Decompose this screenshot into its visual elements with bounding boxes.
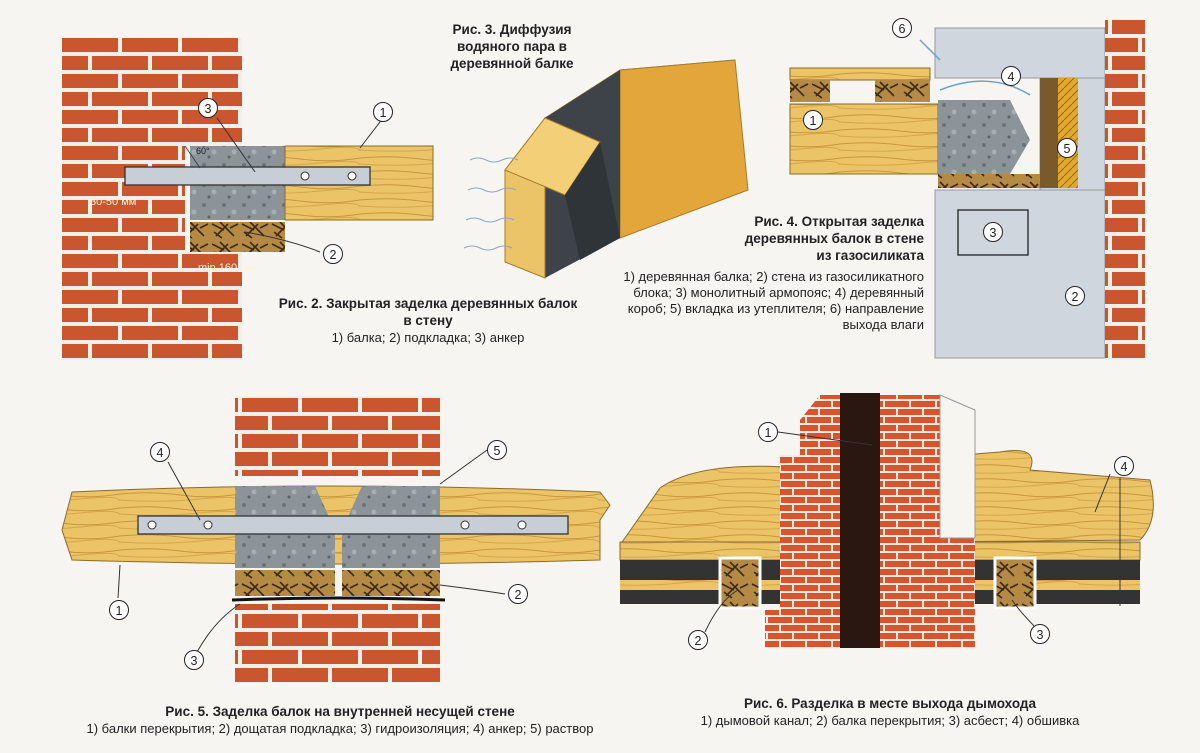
fig4-callout-1: 1 (803, 110, 823, 130)
fig2-caption: Рис. 2. Закрытая заделка деревянных бало… (278, 296, 578, 346)
fig4-callout-4: 4 (1001, 66, 1021, 86)
fig5-callout-4: 4 (150, 442, 170, 462)
fig6-caption-sub: 1) дымовой канал; 2) балка перекрытия; 3… (700, 712, 1080, 728)
fig2-callout-3: 3 (198, 98, 218, 118)
fig2-dim-min: min 160 мм (198, 262, 256, 274)
fig4-callout-2: 2 (1065, 286, 1085, 306)
fig2-dim-gap: 30-50 мм (90, 196, 137, 208)
fig2-callout-1: 1 (373, 102, 393, 122)
fig4-caption-title: Рис. 4. Открытая заделка деревянных бало… (744, 214, 924, 263)
fig6-caption-title: Рис. 6. Разделка в месте выхода дымохода (744, 696, 1036, 711)
fig5-caption: Рис. 5. Заделка балок на внутренней несу… (60, 704, 620, 737)
fig5-callout-1: 1 (109, 600, 129, 620)
fig4-callout-6: 6 (892, 18, 912, 38)
fig5-callout-2: 2 (508, 584, 528, 604)
fig4-caption-sub: 1) деревянная балка; 2) стена из газосил… (623, 268, 924, 333)
fig2-callout-2: 2 (323, 244, 343, 264)
fig3-drawing (463, 59, 749, 279)
fig6-callout-3: 3 (1030, 624, 1050, 644)
fig6-callout-1: 1 (758, 422, 778, 442)
fig5-callout-5: 5 (487, 440, 507, 460)
fig4-callout-5: 5 (1057, 138, 1077, 158)
fig4-caption: Рис. 4. Открытая заделка деревянных бало… (612, 214, 924, 334)
fig6-drawing (619, 393, 1154, 648)
fig2-angle: 60° (196, 146, 210, 156)
fig2-caption-title: Рис. 2. Закрытая заделка деревянных бало… (278, 296, 578, 328)
fig2-caption-sub: 1) балка; 2) подкладка; 3) анкер (331, 329, 525, 345)
fig5-caption-title: Рис. 5. Заделка балок на внутренней несу… (165, 704, 515, 719)
fig3-caption: Рис. 3. Диффузия водяного пара в деревян… (432, 22, 592, 73)
fig2-drawing (62, 38, 434, 360)
fig4-callout-3: 3 (983, 222, 1003, 242)
fig5-caption-sub: 1) балки перекрытия; 2) дощатая подкладк… (86, 720, 594, 736)
fig5-drawing (61, 396, 611, 682)
fig6-callout-4: 4 (1114, 456, 1134, 476)
fig3-caption-title: Рис. 3. Диффузия водяного пара в деревян… (450, 22, 574, 71)
fig6-caption: Рис. 6. Разделка в месте выхода дымохода… (660, 696, 1120, 729)
fig5-callout-3: 3 (184, 650, 204, 670)
fig6-callout-2: 2 (688, 630, 708, 650)
